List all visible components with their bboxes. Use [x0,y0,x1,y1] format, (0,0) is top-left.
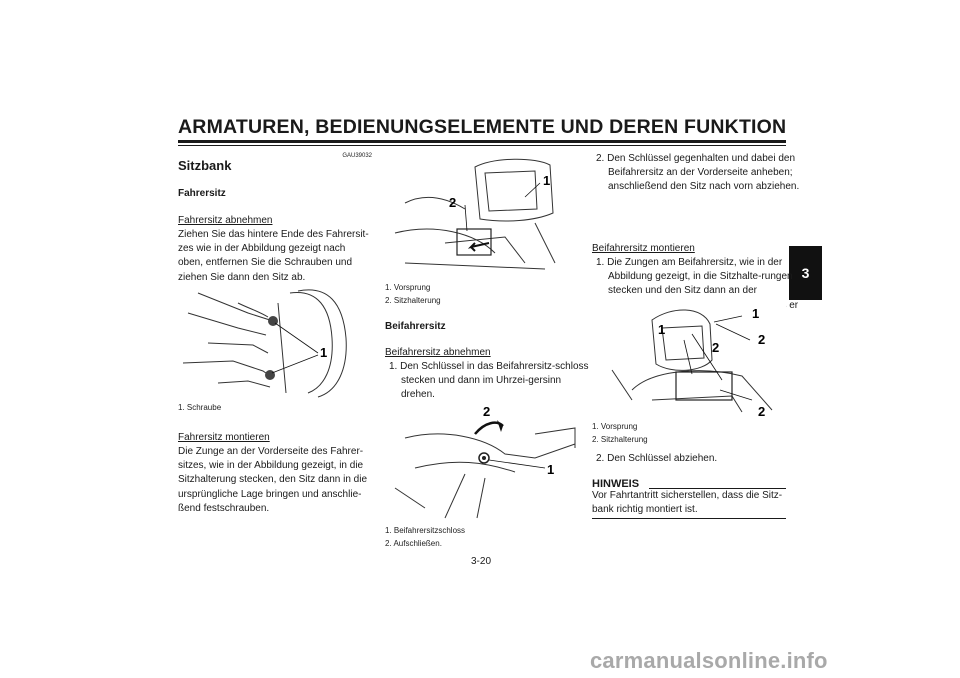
header-rule-thick [178,140,786,143]
figure1-caption-1: 1. Vorsprung [385,283,431,292]
chapter-title: ARMATUREN, BEDIENUNGSELEMENTE UND DEREN … [178,116,787,138]
header-rule-thin [178,145,786,146]
heading-remove-passenger-seat: Beifahrersitz abnehmen [385,347,491,358]
figure2-caption-1: 1. Beifahrersitzschloss [385,526,466,535]
note-heading-rule [649,488,786,489]
figure3-caption-2: 2. Sitzhalterung [592,435,648,444]
illustration-seat-lock: 2 1 [394,404,576,519]
text-install-driver-seat: Die Zunge an der Vorderseite des Fahrer-… [178,446,368,514]
step-2-passenger-seat: 2. Den Schlüssel gegenhalten und dabei d… [596,153,800,193]
illustration-driver-seat: 1 [182,289,347,398]
illustration-seat-bracket: 1 2 [394,158,556,270]
figure-seat-lock: 2 1 [385,398,579,520]
section-title: Sitzbank [178,158,232,173]
section-code: GAU39032 [342,153,372,159]
note-bottom-rule [592,518,786,519]
figure-driver-seat-screws: 1 [178,283,372,399]
heading-remove-driver-seat: Fahrersitz abnehmen [178,215,273,226]
chapter-tab: 3 [789,246,822,300]
figure2-callout-1: 1 [547,462,554,477]
illustration-passenger-seat: 1 1 2 2 2 [611,306,773,418]
page-number: 3-20 [470,556,491,567]
figure3-caption-1: 1. Vorsprung [592,422,638,431]
note-text: Vor Fahrtantritt sicherstellen, dass die… [592,490,783,516]
figure-callout-2c: 2 [758,404,765,418]
step-1-passenger-seat: 1. Den Schlüssel in das Beifahrersitz-sc… [389,361,589,401]
figure-callout-1b: 1 [658,322,665,337]
figure-callout-2b: 2 [758,332,765,347]
watermark: carmanualsonline.info [590,648,828,673]
figure-passenger-seat-tongues: 1 1 2 2 2 [592,300,786,418]
heading-install-passenger-seat: Beifahrersitz montieren [592,243,695,254]
subheading-driver-seat: Fahrersitz [178,188,226,199]
figure-callout-1a: 1 [752,306,759,321]
text-remove-driver-seat: Ziehen Sie das hintere Ende des Fahrersi… [178,229,369,283]
figure1-callout-1: 1 [543,173,550,188]
figure-caption: 1. Schraube [178,403,222,412]
note-heading: HINWEIS [592,478,640,490]
heading-install-driver-seat: Fahrersitz montieren [178,432,270,443]
figure-callout-2a: 2 [712,340,719,355]
figure1-callout-2: 2 [449,195,456,210]
figure2-callout-2: 2 [483,404,490,419]
figure-callout-1: 1 [320,345,327,360]
figure2-caption-2: 2. Aufschließen. [385,539,442,548]
figure-seat-tongue: 1 2 [385,153,579,276]
figure1-caption-2: 2. Sitzhalterung [385,296,441,305]
subheading-passenger-seat: Beifahrersitz [385,321,446,332]
step-2-remove-key: 2. Den Schlüssel abziehen. [596,453,718,464]
